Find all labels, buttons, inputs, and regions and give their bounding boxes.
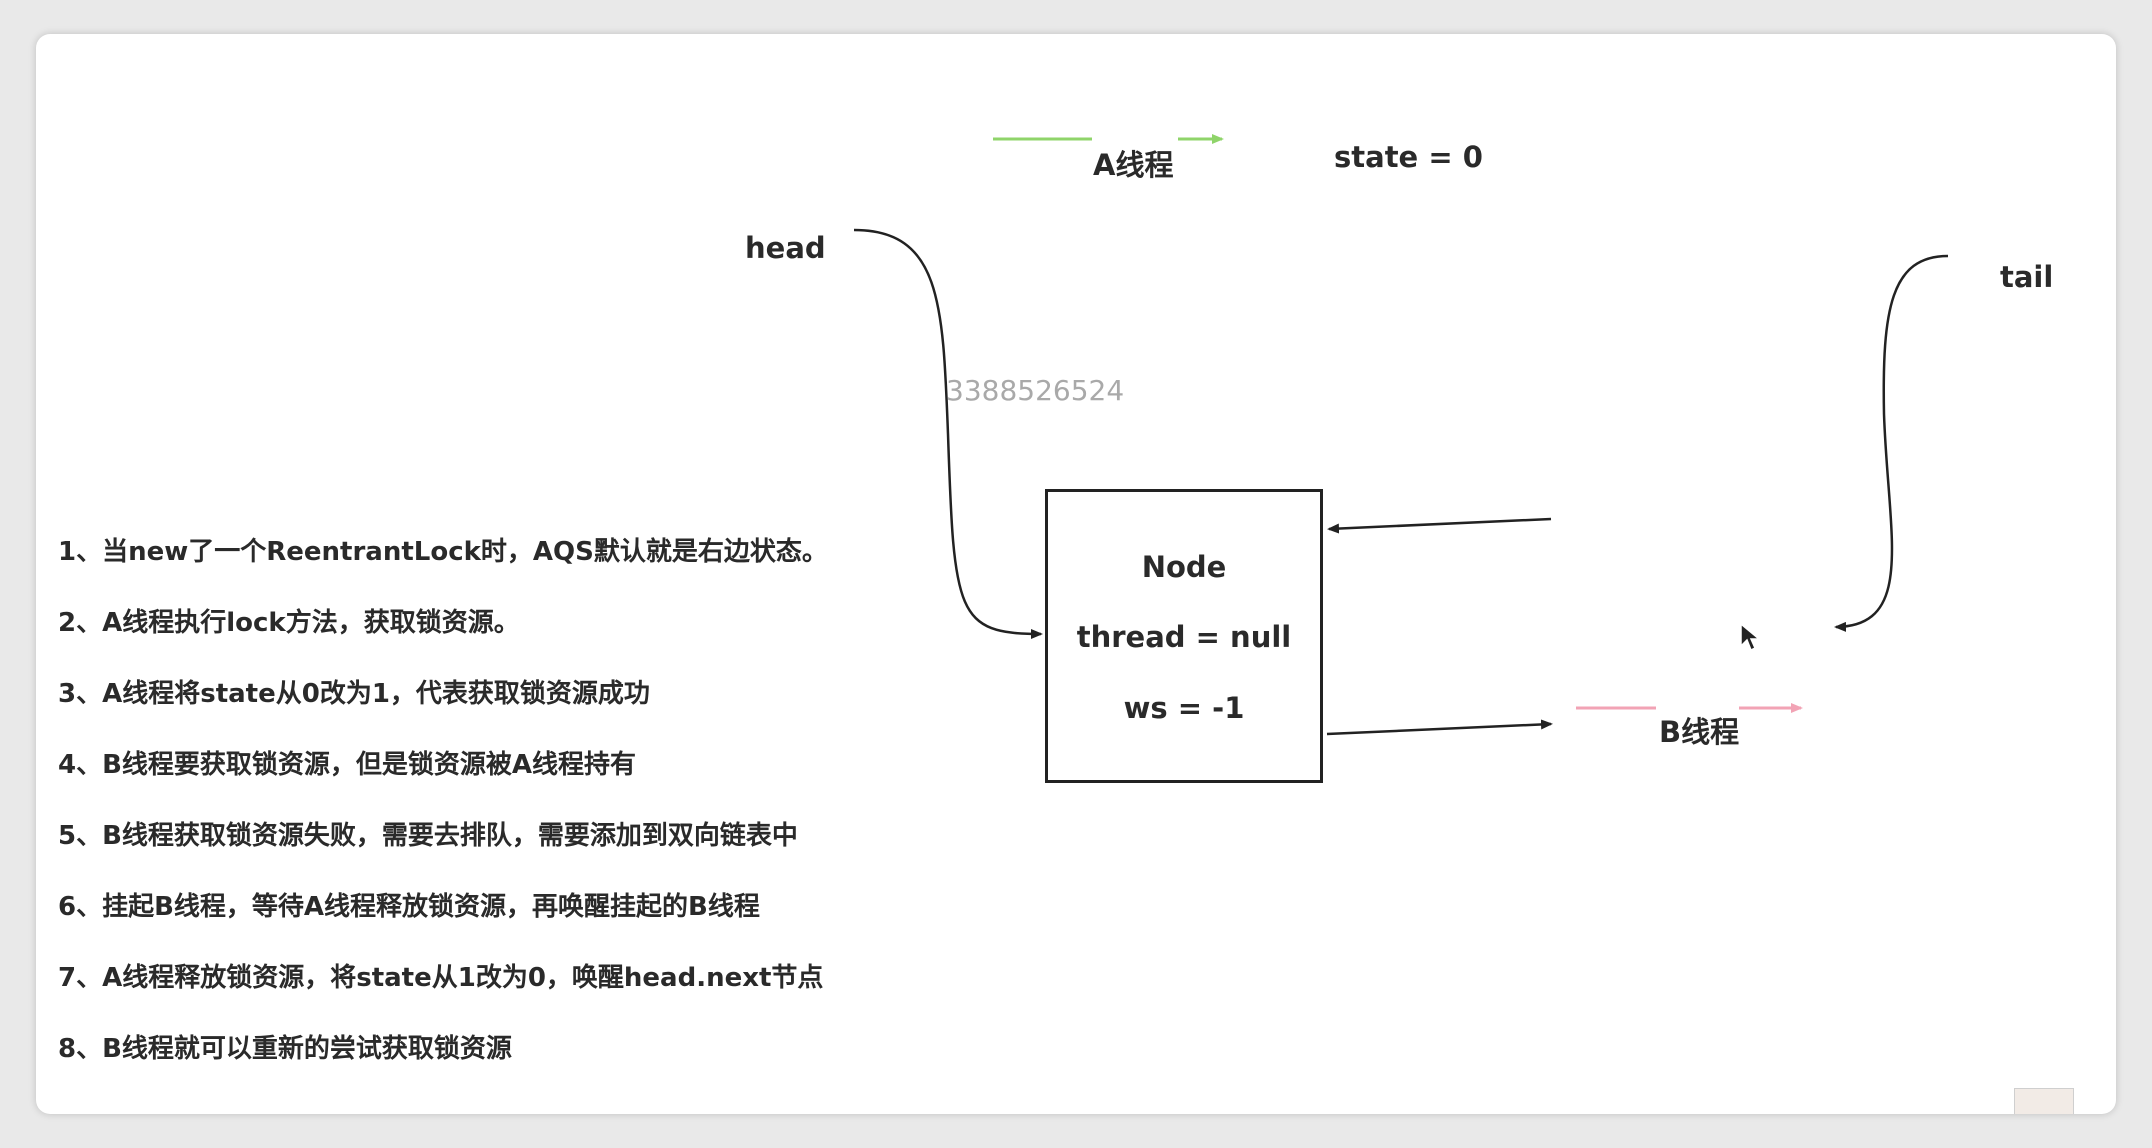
diagram-canvas: A线程 state = 0 head tail B线程 3388526524 N… <box>36 34 2116 1114</box>
avatar <box>2014 1088 2074 1114</box>
step-item: 3、A线程将state从0改为1，代表获取锁资源成功 <box>58 679 650 709</box>
step-item: 6、挂起B线程，等待A线程释放锁资源，再唤醒挂起的B线程 <box>58 892 760 922</box>
head-pointer-arrow <box>853 228 1043 639</box>
steps-list: 1、当new了一个ReentrantLock时，AQS默认就是右边状态。 2、A… <box>58 532 828 1100</box>
node-thread-field: thread = null <box>1076 620 1292 654</box>
tail-pointer-arrow <box>1834 254 1949 632</box>
diagram-connectors <box>853 134 1949 736</box>
next-pointer-arrow <box>1326 719 1553 736</box>
step-item: 2、A线程执行lock方法，获取锁资源。 <box>58 608 520 638</box>
prev-pointer-arrow <box>1327 517 1552 534</box>
node-box: Node thread = null ws = -1 <box>1045 489 1323 783</box>
node-ws-field: ws = -1 <box>1123 691 1245 725</box>
step-item: 4、B线程要获取锁资源，但是锁资源被A线程持有 <box>58 750 637 780</box>
step-item: 8、B线程就可以重新的尝试获取锁资源 <box>58 1034 512 1064</box>
step-item: 1、当new了一个ReentrantLock时，AQS默认就是右边状态。 <box>58 537 828 567</box>
node-title: Node <box>1141 550 1227 584</box>
tail-label: tail <box>2000 260 2054 294</box>
thread-b-label: B线程 <box>1659 715 1740 749</box>
step-item: 5、B线程获取锁资源失败，需要去排队，需要添加到双向链表中 <box>58 821 798 851</box>
state-label: state = 0 <box>1334 140 1483 174</box>
step-item: 7、A线程释放锁资源，将state从1改为0，唤醒head.next节点 <box>58 963 824 993</box>
thread-a-label: A线程 <box>1093 148 1174 182</box>
watermark-number: 3388526524 <box>946 374 1125 407</box>
head-label: head <box>745 231 826 265</box>
mouse-cursor-icon <box>1740 622 1762 652</box>
